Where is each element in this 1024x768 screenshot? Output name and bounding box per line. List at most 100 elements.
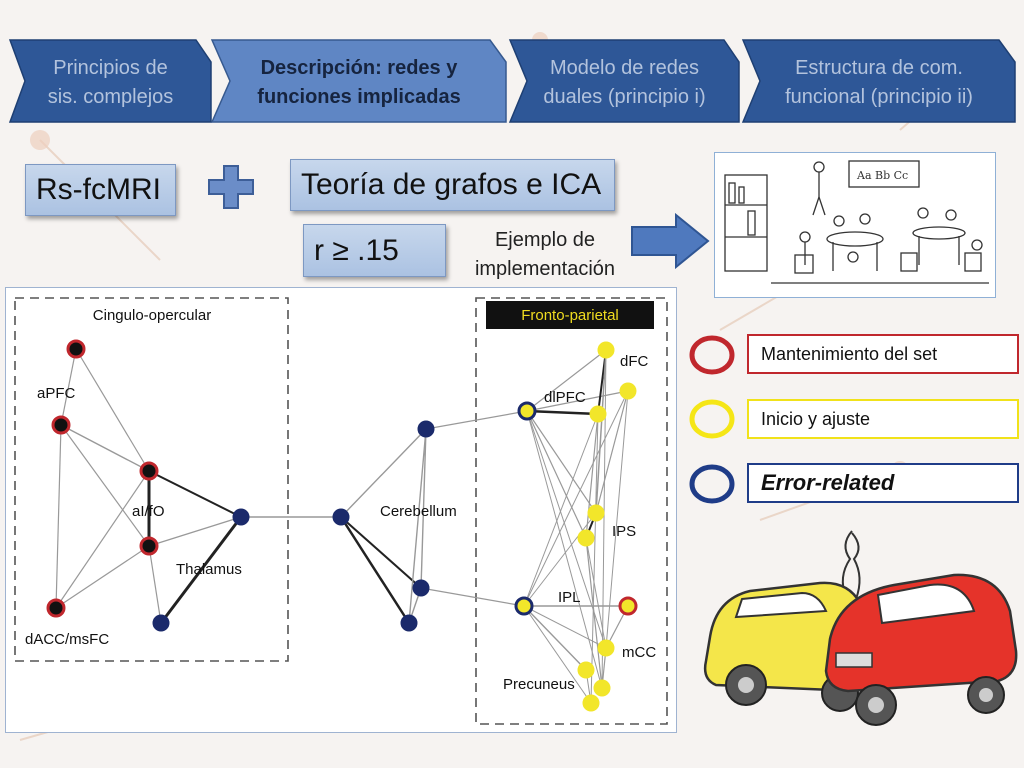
node-label-ipl: IPL (558, 589, 581, 606)
network-diagram: Cingulo-opercular Fronto-parietal aPFC a… (5, 287, 677, 733)
network-edge (420, 428, 427, 589)
classroom-illustration: Aa Bb Cc (714, 152, 996, 298)
network-edge (605, 390, 629, 649)
network-edge (590, 413, 599, 704)
fronto-group-border (475, 297, 668, 725)
threshold-label: r ≥ .15 (314, 233, 399, 267)
network-edge (148, 470, 242, 518)
network-edge (339, 516, 411, 624)
network-node-aifo1 (139, 461, 159, 481)
red-ring-icon (689, 335, 735, 375)
network-edge (526, 349, 607, 412)
network-node-prec2 (582, 694, 600, 712)
legend-label: Mantenimiento del set (761, 343, 938, 364)
network-edge (60, 424, 150, 472)
node-label-precuneus: Precuneus (503, 676, 575, 693)
tab-estructura[interactable]: Estructura de com.funcional (principio i… (741, 38, 1017, 124)
network-node-cb4 (400, 614, 418, 632)
network-edge (523, 605, 587, 671)
network-node-aifo2 (139, 536, 159, 556)
network-edge (523, 413, 599, 607)
network-nodes (46, 339, 638, 712)
network-node-dlp2 (589, 405, 607, 423)
fronto-parietal-label: Fronto-parietal (521, 307, 619, 324)
network-edge (420, 587, 525, 607)
network-node-ips1 (587, 504, 605, 522)
network-node-cb3 (412, 579, 430, 597)
network-node-thal1 (152, 614, 170, 632)
network-edge (523, 512, 597, 607)
tab-shape (210, 39, 507, 123)
network-edge (526, 410, 597, 514)
network-node-mcc2 (577, 661, 595, 679)
network-edge (595, 349, 607, 514)
node-label-apfc: aPFC (37, 385, 76, 402)
network-edge (340, 516, 422, 589)
node-label-aifo: aI/fO (132, 503, 165, 520)
network-edge (60, 424, 150, 547)
network-edge (526, 390, 629, 412)
network-node-iplR (618, 596, 638, 616)
network-node-prec (593, 679, 611, 697)
arrow-right-icon (631, 213, 710, 269)
network-node-dfc2 (619, 382, 637, 400)
car-crash-illustration (703, 530, 1018, 726)
legend-item-inicio: Inicio y ajuste (747, 399, 1019, 439)
legend-label: Inicio y ajuste (761, 408, 871, 429)
node-label-ips: IPS (612, 523, 636, 540)
legend-item-error: Error-related (747, 463, 1019, 503)
network-node-ips2 (577, 529, 595, 547)
network-edge (425, 410, 528, 430)
tab-label: Estructura de com.funcional (principio i… (785, 57, 973, 108)
network-edge (526, 410, 603, 689)
rs-fcmri-label: Rs-fcMRI (36, 173, 161, 206)
network-edge (523, 605, 592, 704)
network-edges (55, 348, 629, 704)
network-edge (340, 428, 427, 518)
network-edge (55, 545, 150, 609)
network-node-cb2 (417, 420, 435, 438)
node-label-dlpfc: dlPFC (544, 389, 586, 406)
network-edge (408, 428, 427, 624)
network-node-apfc (51, 415, 71, 435)
network-edge (526, 409, 599, 416)
network-node-dfc1 (597, 341, 615, 359)
fronto-label-bg (486, 301, 654, 329)
legend-item-set: Mantenimiento del set (747, 334, 1019, 374)
rs-fcmri-box: Rs-fcMRI (25, 164, 176, 216)
graph-theory-box: Teoría de grafos e ICA (290, 159, 615, 211)
network-edge (148, 516, 242, 547)
network-edge (159, 516, 243, 624)
network-edge (595, 390, 629, 514)
network-edge (148, 545, 162, 624)
node-label-thalamus: Thalamus (176, 561, 242, 578)
cingulo-group-border (14, 297, 289, 662)
classroom-drawing: Aa Bb Cc (724, 160, 989, 284)
network-node-dlpfc (517, 401, 537, 421)
navy-ring-icon (689, 464, 735, 504)
node-label-dfc: dFC (620, 353, 649, 370)
network-node-cb1 (332, 508, 350, 526)
plus-icon (208, 165, 254, 209)
network-edge (55, 470, 150, 609)
tab-shape (8, 39, 212, 123)
network-node-dacc (46, 598, 66, 618)
network-node-mcc (597, 639, 615, 657)
cingulo-opercular-label: Cingulo-opercular (93, 307, 211, 324)
blackboard-text: Aa Bb Cc (856, 169, 908, 182)
node-label-dacc: dACC/msFC (25, 631, 109, 648)
graph-theory-label: Teoría de grafos e ICA (301, 168, 602, 201)
network-edge (55, 424, 62, 609)
network-node-thal2 (232, 508, 250, 526)
network-node-apfcTop (66, 339, 86, 359)
tab-shape (741, 39, 1016, 123)
legend-label: Error-related (761, 470, 895, 495)
network-edge (585, 537, 603, 689)
